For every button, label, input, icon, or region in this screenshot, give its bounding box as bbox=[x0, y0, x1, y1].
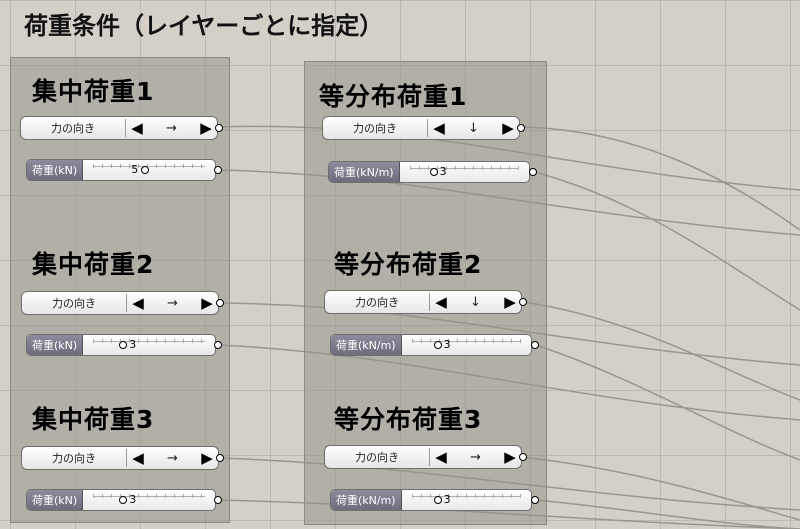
direction-label: 力の向き bbox=[355, 451, 399, 464]
wire bbox=[535, 344, 800, 461]
right-arrow-icon[interactable]: ▶ bbox=[201, 294, 213, 312]
right-arrow-icon[interactable]: ▶ bbox=[201, 449, 213, 467]
right-arrow-icon[interactable]: ▶ bbox=[200, 119, 212, 137]
slider-label: 荷重(kN/m) bbox=[331, 490, 402, 510]
slider-ticks bbox=[411, 339, 521, 343]
slider-value: 5 bbox=[131, 163, 139, 176]
output-port[interactable] bbox=[215, 124, 223, 132]
distributed-load-3-direction-list[interactable]: 力の向き ◀ → ▶ bbox=[324, 445, 522, 469]
output-port[interactable] bbox=[519, 298, 527, 306]
wire bbox=[523, 301, 800, 401]
distributed-load-2-direction-list[interactable]: 力の向き ◀ ↓ ▶ bbox=[324, 290, 522, 314]
left-arrow-icon[interactable]: ◀ bbox=[125, 119, 148, 137]
slider-ticks bbox=[93, 164, 205, 168]
slider-value: 3 bbox=[439, 165, 447, 178]
slider-value: 3 bbox=[443, 493, 451, 506]
output-port[interactable] bbox=[216, 299, 224, 307]
point-load-2-slider[interactable]: 荷重(kN) 3 bbox=[26, 334, 216, 356]
slider-label: 荷重(kN/m) bbox=[331, 335, 402, 355]
output-port[interactable] bbox=[517, 124, 525, 132]
distributed-load-2-label: 等分布荷重2 bbox=[334, 250, 483, 279]
wire bbox=[521, 456, 800, 521]
point-load-1-direction-list[interactable]: 力の向き ◀ → ▶ bbox=[20, 116, 218, 140]
point-load-3-slider[interactable]: 荷重(kN) 3 bbox=[26, 489, 216, 511]
output-port[interactable] bbox=[216, 454, 224, 462]
slider-track[interactable]: 3 bbox=[402, 335, 531, 355]
point-load-2-direction-list[interactable]: 力の向き ◀ → ▶ bbox=[21, 291, 219, 315]
output-port[interactable] bbox=[531, 496, 539, 504]
slider-label: 荷重(kN/m) bbox=[329, 162, 400, 182]
slider-knob[interactable] bbox=[433, 341, 442, 349]
wire bbox=[521, 126, 800, 231]
slider-knob[interactable] bbox=[433, 496, 442, 504]
slider-track[interactable]: 5 bbox=[83, 160, 215, 180]
direction-value: → bbox=[167, 450, 178, 466]
distributed-load-2-slider[interactable]: 荷重(kN/m) 3 bbox=[330, 334, 532, 356]
point-load-1-label: 集中荷重1 bbox=[32, 77, 155, 106]
distributed-load-3-label: 等分布荷重3 bbox=[334, 405, 483, 434]
slider-label: 荷重(kN) bbox=[27, 335, 84, 355]
wire bbox=[535, 499, 800, 529]
slider-track[interactable]: 3 bbox=[83, 335, 215, 355]
point-load-2-label: 集中荷重2 bbox=[32, 250, 155, 279]
direction-label: 力の向き bbox=[353, 122, 397, 135]
direction-value: → bbox=[470, 449, 481, 465]
direction-value: ↓ bbox=[470, 294, 481, 310]
direction-value: → bbox=[166, 120, 177, 136]
output-port[interactable] bbox=[214, 341, 222, 349]
slider-ticks bbox=[409, 166, 519, 170]
page-title: 荷重条件（レイヤーごとに指定） bbox=[24, 12, 384, 40]
left-arrow-icon[interactable]: ◀ bbox=[429, 448, 452, 466]
point-load-3-direction-list[interactable]: 力の向き ◀ → ▶ bbox=[21, 446, 219, 470]
direction-value: ↓ bbox=[468, 120, 479, 136]
slider-knob[interactable] bbox=[141, 166, 150, 174]
slider-track[interactable]: 3 bbox=[400, 162, 529, 182]
left-arrow-icon[interactable]: ◀ bbox=[126, 449, 149, 467]
slider-value: 3 bbox=[129, 493, 137, 506]
slider-value: 3 bbox=[129, 338, 137, 351]
distributed-load-1-label: 等分布荷重1 bbox=[319, 82, 468, 111]
distributed-load-3-slider[interactable]: 荷重(kN/m) 3 bbox=[330, 489, 532, 511]
slider-label: 荷重(kN) bbox=[27, 160, 84, 180]
point-load-1-slider[interactable]: 荷重(kN) 5 bbox=[26, 159, 216, 181]
right-arrow-icon[interactable]: ▶ bbox=[502, 119, 514, 137]
slider-knob[interactable] bbox=[429, 168, 438, 176]
point-load-3-label: 集中荷重3 bbox=[32, 405, 155, 434]
direction-label: 力の向き bbox=[52, 297, 96, 310]
distributed-load-1-slider[interactable]: 荷重(kN/m) 3 bbox=[328, 161, 530, 183]
output-port[interactable] bbox=[529, 168, 537, 176]
slider-knob[interactable] bbox=[119, 496, 128, 504]
direction-label: 力の向き bbox=[52, 452, 96, 465]
wire bbox=[533, 171, 800, 311]
slider-label: 荷重(kN) bbox=[27, 490, 84, 510]
direction-value: → bbox=[167, 295, 178, 311]
distributed-load-1-direction-list[interactable]: 力の向き ◀ ↓ ▶ bbox=[322, 116, 520, 140]
slider-ticks bbox=[411, 494, 521, 498]
output-port[interactable] bbox=[214, 496, 222, 504]
output-port[interactable] bbox=[519, 453, 527, 461]
right-arrow-icon[interactable]: ▶ bbox=[504, 293, 516, 311]
slider-track[interactable]: 3 bbox=[83, 490, 215, 510]
slider-ticks bbox=[93, 339, 205, 343]
left-arrow-icon[interactable]: ◀ bbox=[427, 119, 450, 137]
right-arrow-icon[interactable]: ▶ bbox=[504, 448, 516, 466]
left-arrow-icon[interactable]: ◀ bbox=[429, 293, 452, 311]
output-port[interactable] bbox=[214, 166, 222, 174]
output-port[interactable] bbox=[531, 341, 539, 349]
direction-label: 力の向き bbox=[355, 296, 399, 309]
slider-value: 3 bbox=[443, 338, 451, 351]
direction-label: 力の向き bbox=[51, 122, 95, 135]
slider-ticks bbox=[93, 494, 205, 498]
slider-track[interactable]: 3 bbox=[402, 490, 531, 510]
left-arrow-icon[interactable]: ◀ bbox=[126, 294, 149, 312]
slider-knob[interactable] bbox=[119, 341, 128, 349]
